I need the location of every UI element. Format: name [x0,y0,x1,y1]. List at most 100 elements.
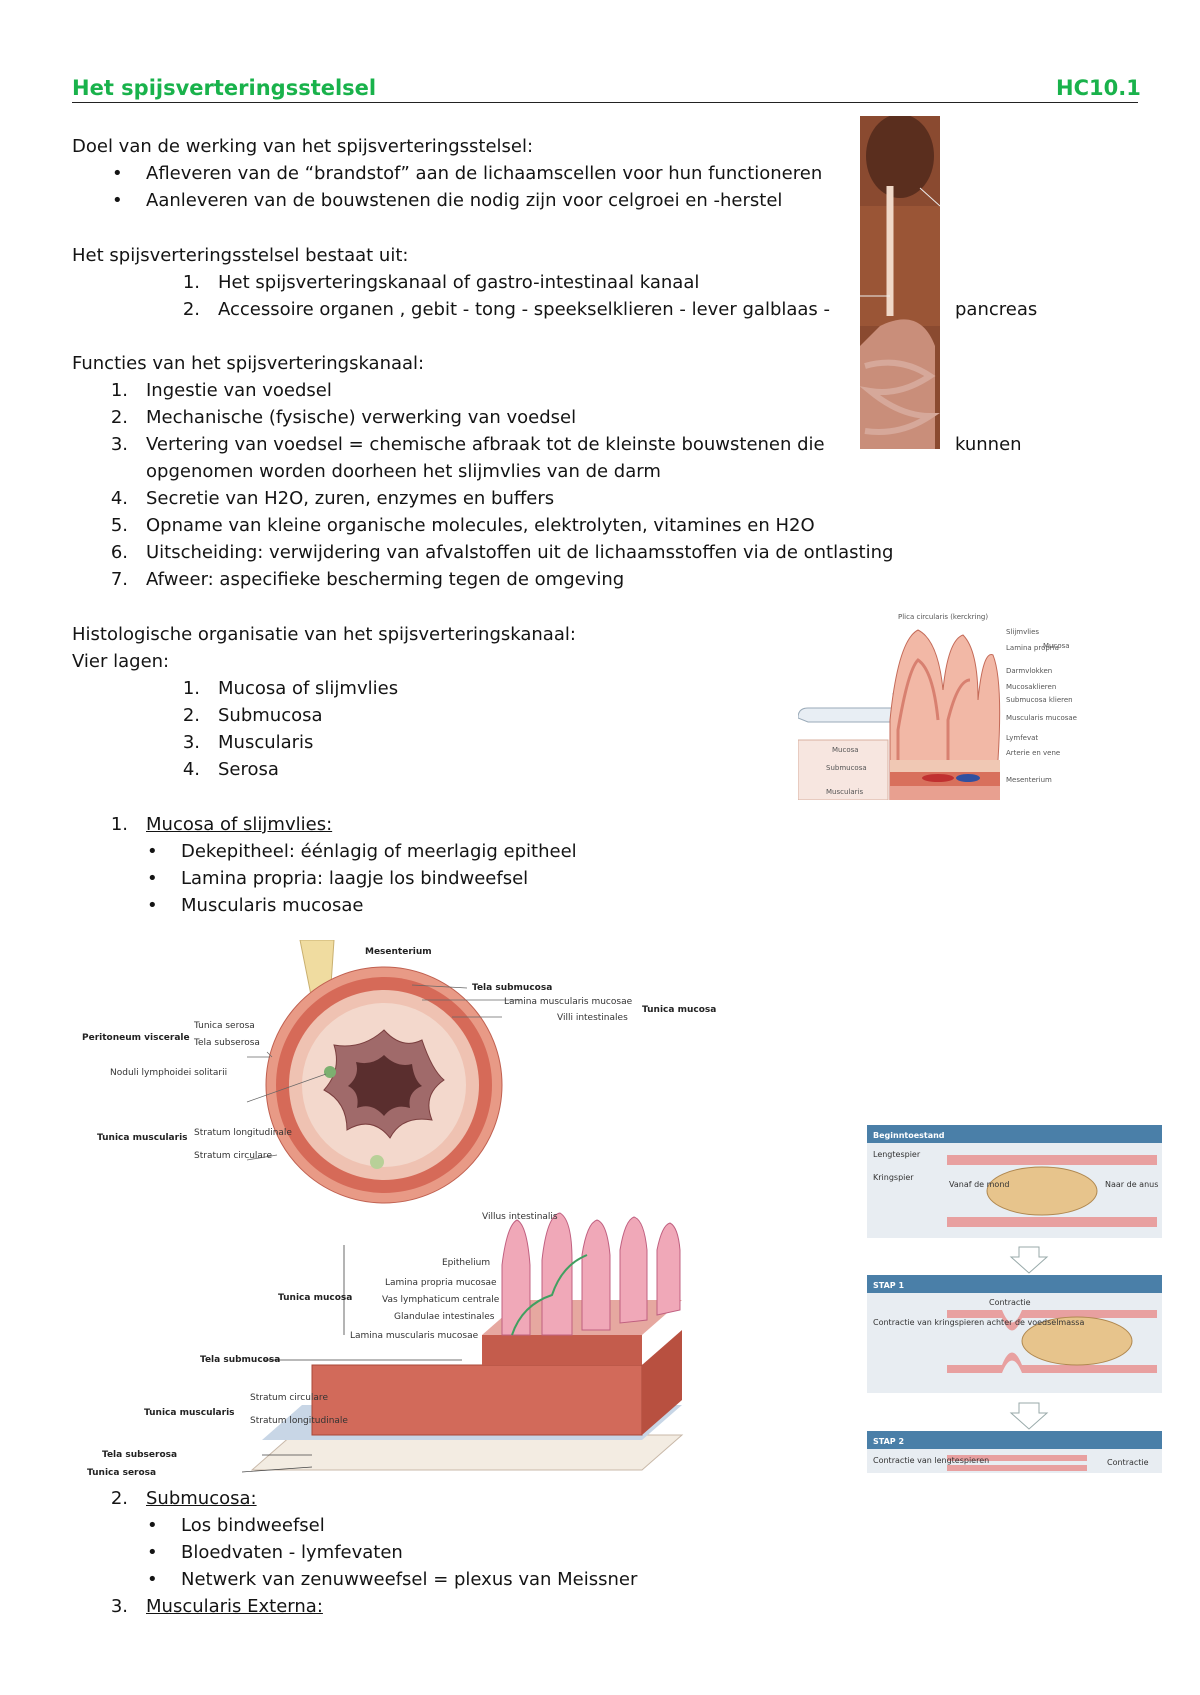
torso-digestive-illustration [860,116,940,449]
layer-num-4: 4. [182,759,200,780]
block-label-stratum-long: Stratum longitudinale [250,1416,348,1426]
wall-label-submucosa-l: Submucosa [826,764,867,772]
bestaat-item-1: Het spijsverteringskanaal of gastro-inte… [218,272,700,293]
cross-label-tela-subserosa: Tela subserosa [193,1038,260,1048]
functies-heading: Functies van het spijsverteringskanaal: [72,353,425,374]
peri-stap2: STAP 2 [873,1437,904,1446]
block-label-vas: Vas lymphaticum centrale [382,1295,500,1305]
submucosa-bullet-1: Los bindweefsel [147,1514,325,1538]
mucosa-bullet-3: Muscularis mucosae [147,894,363,918]
block-label-tela-subserosa: Tela subserosa [102,1450,177,1460]
cross-label-tunica-mucosa: Tunica mucosa [642,1005,716,1015]
cross-label-tunica-muscularis: Tunica muscularis [97,1133,188,1143]
cross-label-tela-submucosa: Tela submucosa [472,983,552,993]
intestinal-wall-block: Villus intestinalis Epithelium Lamina pr… [87,1212,684,1478]
layer-1: Mucosa of slijmvlies [218,678,399,699]
peri-naar: Naar de anus [1105,1180,1158,1189]
bestaat-item-2: Accessoire organen , gebit - tong - spee… [218,299,831,320]
wall-label-mesenterium: Mesenterium [1006,776,1052,784]
mucosa-bullet-1: Dekepitheel: éénlagig of meerlagig epith… [147,840,577,864]
bestaat-num-1: 1. [182,272,200,293]
course-code: HC10.1 [1056,76,1141,100]
cross-label-stratum-circ: Stratum circulare [194,1151,272,1161]
layer-num-2: 2. [182,705,200,726]
functies-num-3: 3. [110,434,128,455]
wall-label-arterie: Arterie en vene [1006,749,1060,757]
peristalsis-diagram: Beginntoestand Lengtespier Kringspier Va… [867,1125,1162,1473]
functies-num-1: 1. [110,380,128,401]
functies-item-1: Ingestie van voedsel [146,380,332,401]
block-label-lamina-propria: Lamina propria mucosae [385,1278,497,1288]
cross-label-mesenterium: Mesenterium [365,947,432,957]
histo-sub: Vier lagen: [72,651,170,672]
block-label-epithelium: Epithelium [442,1258,490,1268]
intestinal-wall-illustration: Plica circularis (kerckring) Slijmvlies … [798,613,1077,800]
wall-label-darmvlokken: Darmvlokken [1006,667,1052,675]
peri-vanaf: Vanaf de mond [949,1180,1009,1189]
block-label-tunica-serosa: Tunica serosa [87,1468,156,1478]
block-label-lamina-musc: Lamina muscularis mucosae [350,1331,479,1341]
peri-contractie-2: Contractie [1107,1458,1149,1467]
block-label-villus: Villus intestinalis [482,1212,558,1222]
muscularis-num: 3. [110,1596,128,1617]
cross-label-stratum-long: Stratum longitudinale [194,1128,292,1138]
peri-kringspier: Kringspier [873,1173,914,1182]
block-label-tunica-muscularis: Tunica muscularis [144,1408,235,1418]
intestine-cross-section: Mesenterium Tela submucosa Lamina muscul… [82,940,716,1204]
layer-num-1: 1. [182,678,200,699]
layer-num-3: 3. [182,732,200,753]
cross-label-villi: Villi intestinales [557,1013,628,1023]
doel-bullet-2: Aanleveren van de bouwstenen die nodig z… [112,189,782,213]
wall-label-muscularis-l: Muscularis [826,788,863,796]
doel-bullet-1: Afleveren van de “brandstof” aan de lich… [112,162,822,186]
layer-3: Muscularis [218,732,314,753]
functies-num-7: 7. [110,569,128,590]
bestaat-item-2-tail: pancreas [955,299,1038,320]
functies-num-4: 4. [110,488,128,509]
functies-num-6: 6. [110,542,128,563]
peri-contractie-1: Contractie [989,1298,1031,1307]
cross-label-tunica-serosa: Tunica serosa [193,1021,255,1031]
cross-label-peritoneum: Peritoneum viscerale [82,1033,190,1043]
wall-label-slijmvlies: Slijmvlies [1006,628,1039,636]
peri-stap2-text: Contractie van lengtespieren [873,1456,989,1465]
functies-item-3-line2: opgenomen worden doorheen het slijmvlies… [146,461,661,482]
wall-label-mucosa-r: Mucosa [1043,642,1070,650]
submucosa-bullet-3: Netwerk van zenuwweefsel = plexus van Me… [147,1568,637,1592]
functies-item-2: Mechanische (fysische) verwerking van vo… [146,407,577,428]
submucosa-bullet-2: Bloedvaten - lymfevaten [147,1541,403,1565]
functies-item-6: Uitscheiding: verwijdering van afvalstof… [146,542,894,563]
mucosa-title: Mucosa of slijmvlies: [146,814,333,835]
functies-item-4: Secretie van H2O, zuren, enzymes en buff… [146,488,555,509]
wall-label-muscularis-m: Muscularis mucosae [1006,714,1077,722]
doel-heading: Doel van de werking van het spijsverteri… [72,136,534,157]
page-title: Het spijsverteringsstelsel [72,76,377,100]
wall-label-submucosa-kl: Submucosa klieren [1006,696,1073,704]
peri-stap1-text: Contractie van kringspieren achter de vo… [873,1318,1084,1327]
layer-4: Serosa [218,759,279,780]
functies-num-5: 5. [110,515,128,536]
wall-label-mucosaklieren: Mucosaklieren [1006,683,1056,691]
submucosa-num: 2. [110,1488,128,1509]
functies-item-3-tail: kunnen [955,434,1022,455]
functies-item-3: Vertering van voedsel = chemische afbraa… [146,434,825,455]
peri-stap1: STAP 1 [873,1281,904,1290]
mucosa-num: 1. [110,814,128,835]
functies-item-5: Opname van kleine organische molecules, … [146,515,815,536]
functies-num-2: 2. [110,407,128,428]
header-rule [72,102,1138,103]
peri-begin: Beginntoestand [873,1131,945,1140]
block-label-tela-submucosa: Tela submucosa [200,1355,280,1365]
bestaat-heading: Het spijsverteringsstelsel bestaat uit: [72,245,409,266]
wall-label-lamina: Lamina propria [1006,644,1059,652]
mucosa-bullet-2: Lamina propria: laagje los bindweefsel [147,867,528,891]
bestaat-num-2: 2. [182,299,200,320]
block-label-stratum-circ: Stratum circulare [250,1393,328,1403]
functies-item-7: Afweer: aspecifieke bescherming tegen de… [146,569,625,590]
peri-lengtespier: Lengtespier [873,1150,921,1159]
cross-label-noduli: Noduli lymphoidei solitarii [110,1068,227,1078]
wall-label-mucosa-l: Mucosa [832,746,859,754]
cross-label-lamina-musc: Lamina muscularis mucosae [504,997,633,1007]
wall-label-lymfvat: Lymfevat [1006,734,1038,742]
block-label-tunica-mucosa: Tunica mucosa [278,1293,352,1303]
